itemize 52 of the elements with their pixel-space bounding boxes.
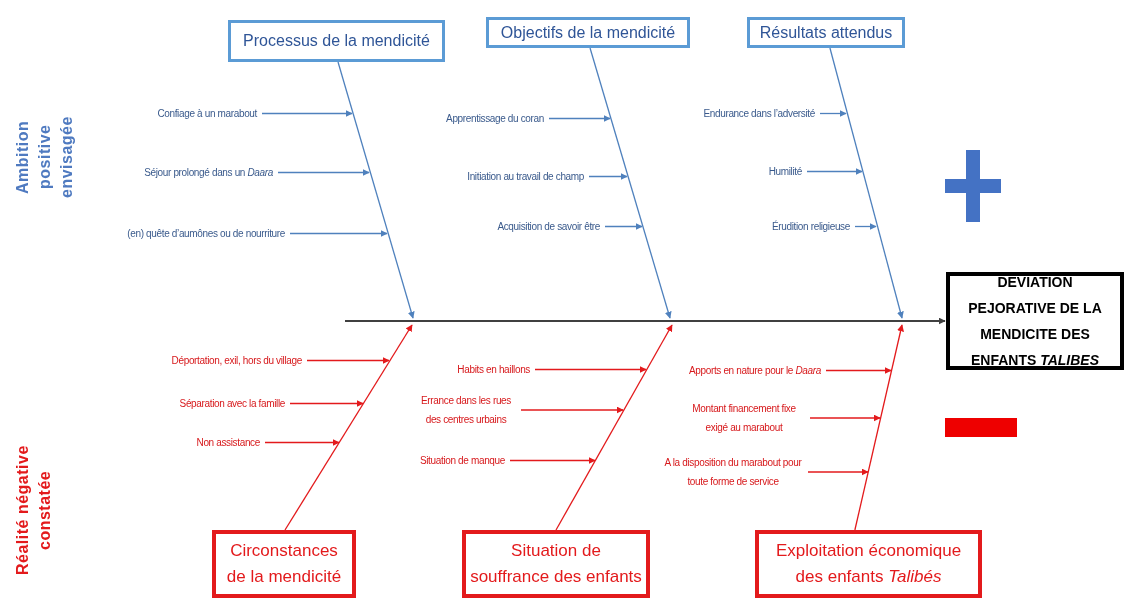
cause-label: Endurance dans l’adversité — [703, 103, 815, 123]
category-box: Objectifs de la mendicité — [486, 17, 690, 48]
cause-label: Déportation, exil, hors du village — [171, 350, 302, 370]
cause-label: Apprentissage du coran — [446, 108, 544, 128]
arrow — [809, 414, 881, 422]
arrow — [534, 366, 647, 373]
arrow — [520, 406, 624, 414]
arrow — [289, 230, 388, 237]
effect-box: DEVIATION PEJORATIVE DE LA MENDICITE DES ENFANTS TALIBES — [946, 272, 1124, 370]
side-label: Ambition positive envisagée — [13, 115, 76, 200]
arrow — [344, 317, 946, 325]
arrow — [825, 367, 892, 374]
arrow — [284, 324, 413, 531]
arrow — [806, 168, 863, 175]
arrow — [854, 223, 877, 230]
arrow — [277, 169, 370, 176]
cause-label: Errance dans les rues des centres urbains — [416, 391, 516, 429]
category-box: Résultats attendus — [747, 17, 905, 48]
cause-label: Confiage à un marabout — [157, 103, 257, 123]
arrow — [604, 223, 643, 230]
cause-label: Montant financement fixe exigé au marabout — [683, 399, 805, 437]
cause-label: Habits en haillons — [457, 359, 530, 379]
arrow — [261, 110, 353, 117]
category-box: Situation de souffrance des enfants — [462, 530, 650, 598]
arrow — [854, 324, 904, 531]
cause-label: A la disposition du marabout pour toute forme de service — [663, 453, 803, 491]
cause-label: Apports en nature pour le Daara — [688, 360, 821, 380]
arrow — [807, 468, 869, 476]
category-box: Exploitation économique des enfants Talibés — [755, 530, 982, 598]
arrow — [589, 47, 672, 319]
cause-label: (en) quête d’aumônes ou de nourriture — [127, 223, 285, 243]
arrow — [337, 61, 415, 319]
cause-label: Humilité — [768, 161, 802, 181]
arrow — [509, 457, 596, 464]
arrow — [548, 115, 611, 122]
cause-label: Séjour prolongé dans un Daara — [144, 162, 273, 182]
cause-label: Non assistance — [196, 432, 260, 452]
cause-label: Initiation au travail de champ — [467, 166, 584, 186]
cause-label: Situation de manque — [419, 450, 505, 470]
cause-label: Séparation avec la famille — [179, 393, 285, 413]
arrow — [829, 47, 904, 319]
arrow — [306, 357, 390, 364]
category-box: Circonstances de la mendicité — [212, 530, 356, 598]
arrow — [819, 110, 847, 117]
cause-label: Érudition religieuse — [771, 216, 850, 236]
arrow — [264, 439, 340, 446]
arrow — [555, 324, 673, 531]
side-label: Réalité négative constatée — [13, 445, 54, 575]
arrow — [289, 400, 364, 407]
category-box: Processus de la mendicité — [228, 20, 445, 62]
cause-label: Acquisition de savoir être — [497, 216, 600, 236]
arrow — [588, 173, 628, 180]
